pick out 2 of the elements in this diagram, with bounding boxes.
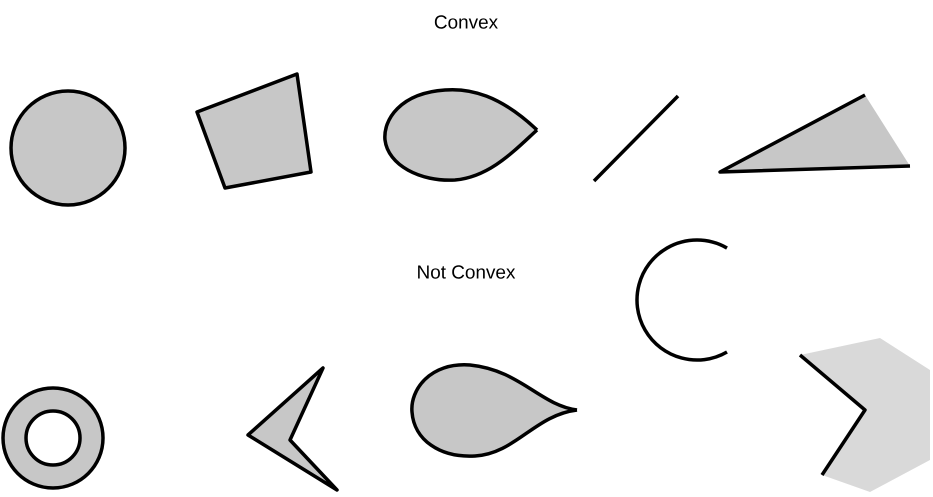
heading: Not Convex bbox=[418, 265, 516, 279]
heading: Convex bbox=[434, 15, 498, 29]
